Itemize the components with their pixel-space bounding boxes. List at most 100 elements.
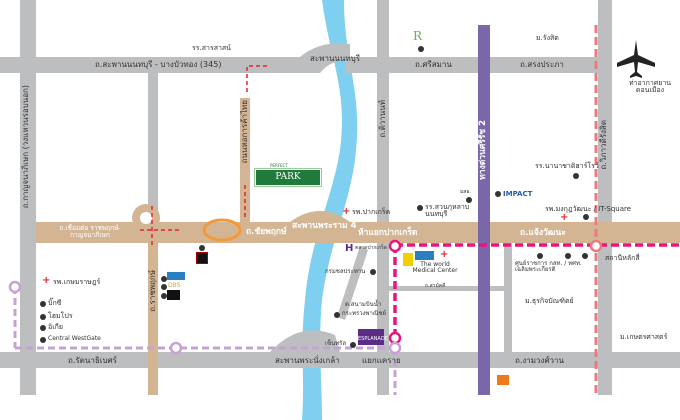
dot-central-westgate	[40, 337, 46, 343]
place-bigc: บิ๊กซี	[48, 299, 62, 307]
road-bottom	[0, 352, 680, 368]
label-songprapa: ถ.สรงประภา	[520, 60, 564, 69]
place-gov-center: ศูนย์ราชการ กสท. / ทศท. เฉลิมพระเกียรติ	[515, 260, 582, 273]
bridge-nangklao	[270, 330, 340, 352]
place-homepro: โฮมโปร	[48, 312, 73, 320]
dot-bigc	[40, 301, 46, 307]
chaiyaphruek-interchange	[202, 218, 242, 242]
road-samakkhi	[389, 286, 507, 291]
purple-station-1	[8, 280, 22, 294]
station-laksi	[589, 239, 603, 253]
place-pakkret-market: ตลาดปากเกร็ด	[355, 245, 388, 251]
road-top	[0, 57, 308, 73]
road-srisaman	[345, 57, 610, 73]
place-suankularb: รร.สวนกุหลาบ นนทบุรี	[425, 203, 470, 218]
label-road-top: ถ.สะพานนนทบุรี - บางบัวทอง (345)	[95, 60, 222, 69]
mall-logo	[497, 375, 509, 385]
dot-shop-3	[161, 293, 167, 299]
shop-logo-1	[167, 272, 185, 280]
label-rama4-bridge: สะพานพระราม 4	[292, 221, 357, 231]
road-diagonal	[337, 246, 368, 320]
place-pakkret-hospital: รพ.ปากเกร็ด	[352, 208, 391, 216]
hospital-icon: +	[560, 212, 569, 223]
place-nambin: ต.สนามบินน้ำ	[345, 301, 382, 308]
place-kasemrad: รพ.เกษมราษฎร์	[53, 278, 101, 286]
dot-mor-sor	[466, 197, 472, 203]
place-sarasas: รร.สารสาสน์	[192, 44, 231, 52]
label-tiwanon: ถ.ติวานนท์	[378, 100, 387, 138]
bigc-logo	[403, 253, 413, 266]
label-tollway: ทางด่วนศรีรัช 2	[478, 120, 488, 180]
purple-station-3	[388, 341, 402, 355]
label-samakkhi: ถ.สามัคคี	[425, 283, 446, 289]
place-kasetsart: ม.เกษตรศาสตร์	[620, 333, 668, 341]
road-chaengwattana	[36, 222, 680, 243]
dot-shop-4	[199, 245, 205, 251]
dot-ikea	[40, 325, 46, 331]
hospital-icon: +	[42, 275, 51, 286]
label-bridge-nonthaburi: สะพานนนทบุรี	[310, 54, 360, 63]
dot-gov-2	[565, 253, 571, 259]
place-chonprathan: กรมชลประทาน	[325, 268, 366, 275]
place-world-medical: The world Medical Center	[412, 261, 458, 274]
purple-station-2	[169, 341, 183, 355]
dot-gov-3	[582, 253, 588, 259]
road-vibhavadi	[598, 0, 612, 395]
road-left-vertical	[20, 0, 36, 395]
esplanade-logo: ESPLANADE	[358, 329, 388, 345]
place-ikea: อิเกีย	[48, 323, 63, 331]
place-nanachart: รร.นานาชาติฮาร์โรว์	[535, 162, 599, 170]
label-left-vertical: ถ.กาญจนาภิเษก (วงแหวนรอบนอก)	[21, 85, 30, 209]
dot-central-rattana	[350, 342, 356, 348]
bridge-nonthaburi	[300, 43, 350, 73]
shop-logo-3	[167, 290, 180, 300]
label-ratchaphruek: ถ.ราชพฤกษ์	[148, 270, 157, 312]
hotel-icon: H	[345, 243, 354, 254]
road-ratchaphruek	[148, 223, 158, 395]
park-logo-small: PERFECT	[270, 163, 288, 168]
road-tiwanon	[377, 0, 389, 395]
label-nangklao-bridge: สะพานพระนั่งเกล้า	[275, 356, 340, 365]
dot-dbs	[161, 284, 167, 290]
tollway-sirat	[478, 25, 490, 395]
dot-commerce	[334, 312, 340, 318]
dot-gov-1	[537, 253, 543, 259]
impact-logo: IMPACT	[503, 190, 533, 198]
shop-logo-4	[196, 252, 208, 264]
label-srisaman: ถ.ศรีสมาน	[415, 60, 452, 69]
dot-chonprathan	[370, 269, 376, 275]
dot-shop-1	[161, 276, 167, 282]
airplane-icon	[617, 40, 655, 78]
place-mor-sor: มสธ.	[460, 189, 471, 195]
label-connector: ถ.เชื่อมต่อ ราชพฤกษ์-กาญจนาภิเษก	[59, 224, 121, 239]
bridge-rama4	[290, 211, 350, 222]
place-mongkut: รพ.มงกุฎวัฒนะ / IT-Square	[545, 205, 632, 213]
road-mid-vertical	[148, 73, 158, 223]
dbs-logo: DBS	[168, 282, 181, 289]
pink-station-khaerai	[388, 331, 402, 345]
place-central-rattana: เซ็นทรัล	[325, 340, 347, 347]
dot-impact	[495, 191, 501, 197]
road-side-vertical	[504, 243, 512, 353]
dot-itsquare	[583, 214, 589, 220]
hospital-icon: +	[440, 249, 449, 260]
label-khaerai: แยกแคราย	[362, 356, 401, 365]
label-rattanathibet: ถ.รัตนาธิเบศร์	[68, 356, 117, 365]
place-airport: ท่าอากาศยาน ดอนเมือง	[628, 79, 672, 94]
hospital-icon: +	[342, 206, 351, 217]
place-commerce: กระทรวงพาณิชย์	[342, 310, 387, 317]
pink-station-pakkret	[388, 239, 402, 253]
river	[302, 0, 358, 420]
place-laksi-station: สถานีหลักสี่	[605, 254, 640, 262]
shop-logo-world	[415, 251, 434, 260]
label-ngamwongwan: ถ.งามวงศ์วาน	[515, 356, 564, 365]
place-central-westgate: Central WestGate	[48, 335, 101, 342]
place-rangsit: ม.รังสิต	[536, 34, 559, 42]
road-chamber	[240, 98, 250, 223]
label-vibhavadi: ถ.วิภาวดีรังสิต	[599, 120, 608, 170]
dot-suankularb	[417, 205, 423, 211]
dot-homepro	[40, 314, 46, 320]
label-chaiyaphruek: ถ.ชัยพฤกษ์	[246, 227, 287, 237]
